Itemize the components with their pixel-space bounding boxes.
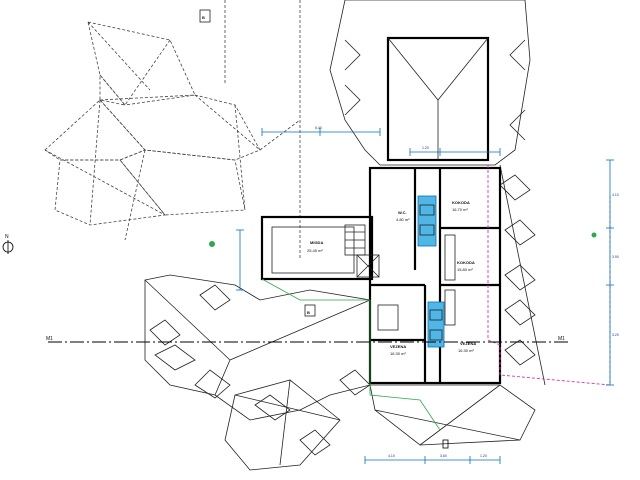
section-label-left: M1 [46,336,53,342]
roof-edge-line [487,165,611,386]
roof-upper-right [329,0,531,166]
section-line-m1: M1 M1 [46,336,568,343]
block-label-box [199,9,211,23]
roof-lower-left [144,274,371,471]
room-area-living: 25.45 m² [307,248,323,253]
dim-right-bot: 3.20 [612,333,619,337]
survey-point-marker-right [591,232,597,238]
dimension-lines [236,128,614,464]
service-shaft-upper [417,195,437,247]
west-wing-outline [260,215,374,281]
dim-right-mid: 3.90 [612,255,619,259]
room-label-bed2: KOKODA [457,260,475,265]
dim-top-small: 1.20 [422,146,429,150]
building-floor-plan [260,165,611,431]
north-label: N [5,234,9,240]
block-mark: B [307,310,310,315]
dim-right-top: 4.10 [612,193,619,197]
roof-lower-right [369,164,546,446]
service-shaft-lower [427,301,445,348]
survey-point-marker [209,241,215,247]
dim-bottom-left: 4.10 [388,454,395,458]
room-label-hall2: VEZENA [460,341,476,346]
block-mark-box [304,304,316,317]
room-label-hall: VEZENA [390,344,406,349]
room-label-bath: W.C. [398,210,407,215]
room-area-bed2: 15.80 m² [457,267,473,272]
block-label: B [202,15,205,20]
room-area-hall: 16.30 m² [390,351,406,356]
room-area-hall2: 16.30 m² [458,348,474,353]
main-block-outline [368,166,502,385]
room-label-living: MIGDA [310,240,323,245]
room-area-bath: 4.80 m² [396,217,410,222]
room-labels: MIGDA 25.45 m² KOKODA 16.70 m² KOKODA 15… [307,200,476,356]
north-marker: N [2,234,14,254]
terrace-edge-line [261,278,441,431]
room-label-bed1: KOKODA [452,200,470,205]
section-label-right: M1 [558,336,565,342]
dim-top-main: 6.40 [315,126,322,130]
dim-bottom-right: 1.20 [480,454,487,458]
dim-bottom-mid: 3.60 [440,454,447,458]
room-area-bed1: 16.70 m² [452,207,468,212]
entrance-marker [442,439,449,449]
